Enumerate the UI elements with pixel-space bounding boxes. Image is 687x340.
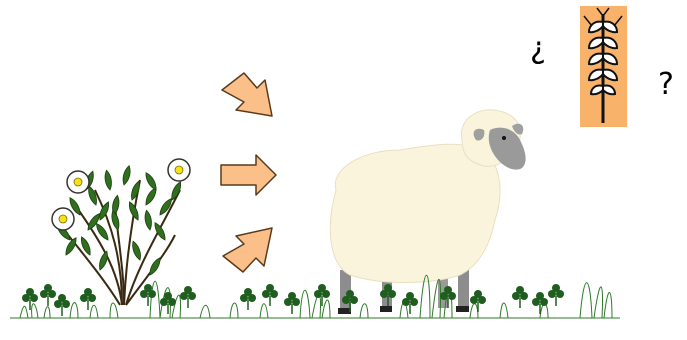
flowering-shrub-icon xyxy=(52,159,190,305)
arrow-right-icon-bottom xyxy=(223,228,272,272)
flower-icon xyxy=(52,208,74,230)
arrow-right-icon-middle xyxy=(221,155,276,195)
wheat-ear-icon xyxy=(580,6,627,127)
flower-icon xyxy=(67,171,89,193)
sheep-icon xyxy=(330,110,525,314)
question-close-mark: ? xyxy=(658,70,674,100)
arrow-right-icon-top xyxy=(222,73,272,116)
grass-clover-ground xyxy=(10,275,620,318)
flower-icon xyxy=(168,159,190,181)
question-open-mark: ¿ xyxy=(530,34,546,64)
